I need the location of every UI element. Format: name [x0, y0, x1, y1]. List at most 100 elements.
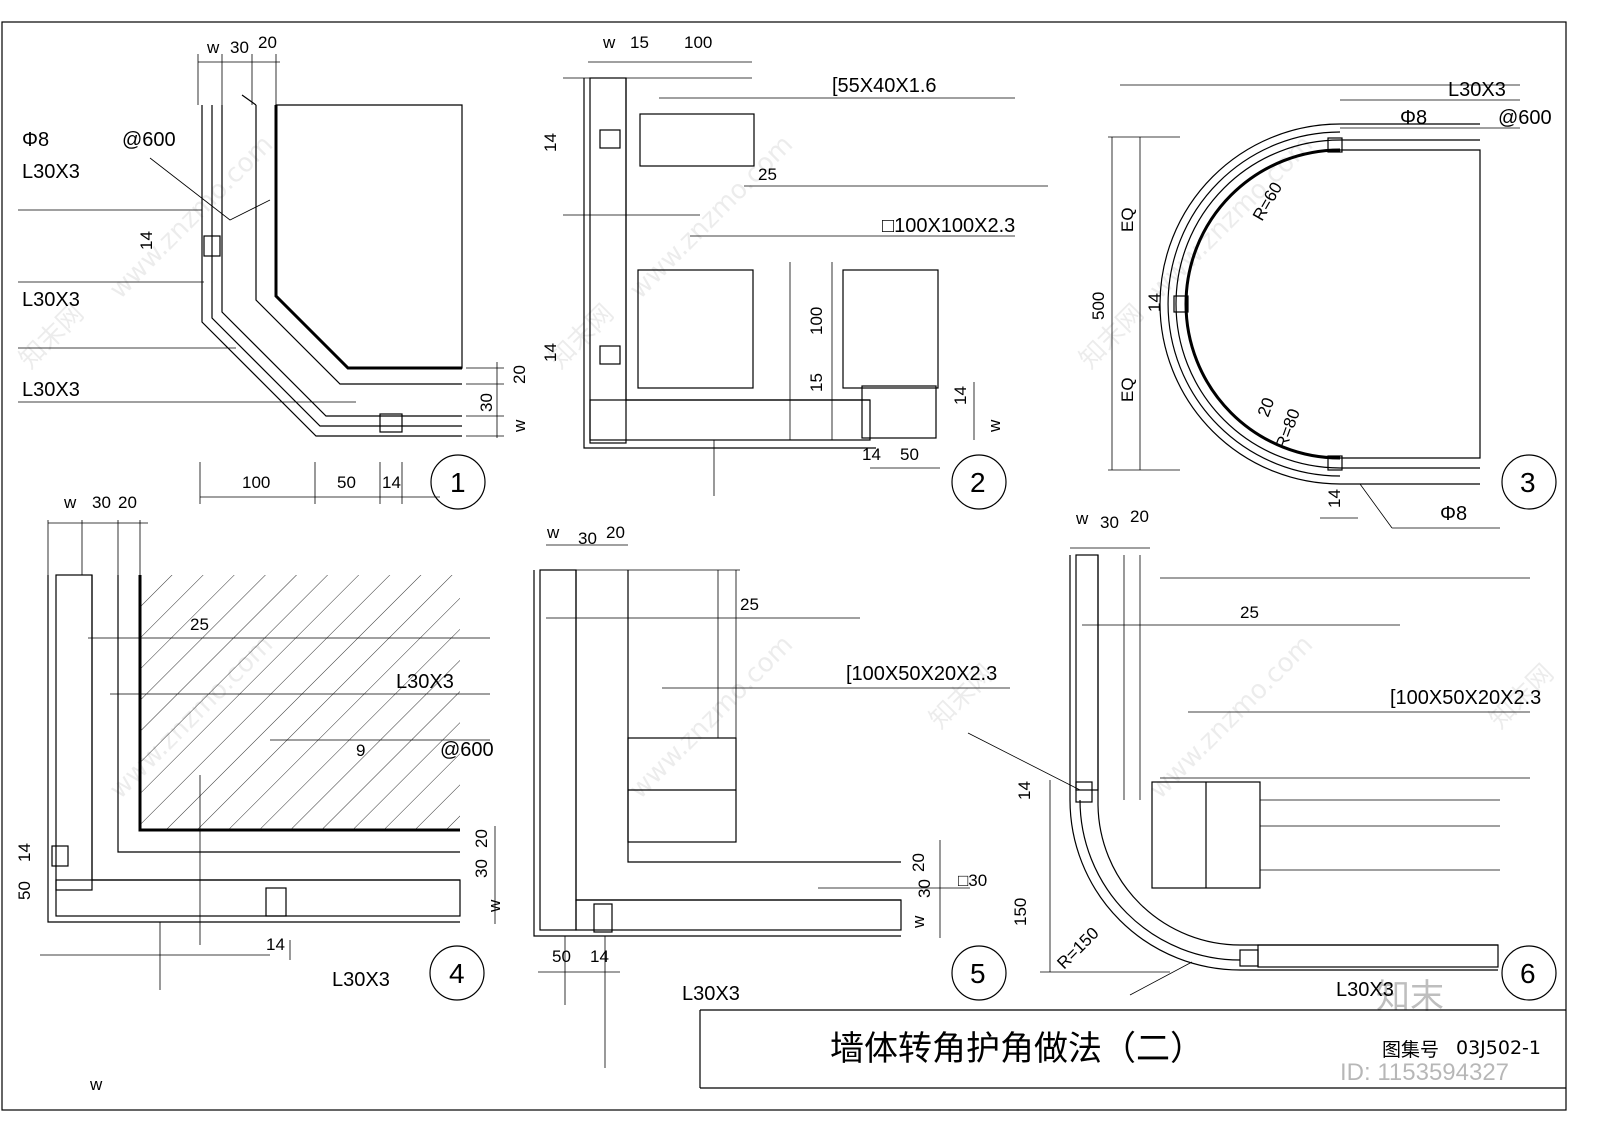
- watermark-logo: 知末: [1376, 977, 1444, 1017]
- annotation-text: w: [1075, 509, 1089, 528]
- annotation-text: 30: [1100, 513, 1119, 532]
- annotation-text: 25: [190, 615, 209, 634]
- detail-1-circle: [430, 454, 486, 510]
- detail-3: [1108, 84, 1557, 529]
- watermark-site: www.znzmo.com: [104, 130, 279, 305]
- annotation-text: EQ: [1118, 207, 1137, 232]
- annotation-text: L30X3: [22, 161, 80, 183]
- insulation-5-vertical: [539, 569, 577, 931]
- annotation-text: w: [89, 1075, 103, 1094]
- annotation-text: L30X3: [22, 289, 80, 311]
- detail-6: [967, 547, 1557, 1001]
- annotation-text: 15: [630, 33, 649, 52]
- annotation-text: 14: [266, 935, 285, 954]
- annotation-text: 14: [1145, 293, 1164, 312]
- annotation-text: 30: [477, 393, 496, 412]
- insulation-2-horizontal: [589, 399, 871, 441]
- annotation-text: 100: [807, 307, 826, 335]
- annotation-text: 14: [137, 231, 156, 250]
- annotation-text: 50: [15, 881, 34, 900]
- angle-1a: [203, 235, 221, 257]
- annotation-text: 100: [684, 33, 712, 52]
- annotation-text: @600: [122, 129, 176, 151]
- atlas-label: 图集号: [1382, 1039, 1439, 1061]
- annotation-text: 150: [1011, 898, 1030, 926]
- annotation-text: @600: [1498, 107, 1552, 129]
- annotation-text: 20: [1130, 507, 1149, 526]
- annotation-text: 25: [1240, 603, 1259, 622]
- annotation-text: 14: [1015, 781, 1034, 800]
- annotation-text: 15: [807, 373, 826, 392]
- tube-100x100: [637, 269, 754, 389]
- annotation-text: L30X3: [396, 671, 454, 693]
- annotation-text: w: [602, 33, 616, 52]
- annotation-text: 30: [472, 859, 491, 878]
- detail-3-circle: [1501, 454, 1557, 510]
- annotation-text: 14: [862, 445, 881, 464]
- annotation-text: □30: [958, 871, 987, 890]
- detail-6-circle: [1501, 945, 1557, 1001]
- annotation-text: Φ8: [1400, 107, 1427, 129]
- title-block: [699, 1009, 1566, 1089]
- concrete-wall-1: [275, 104, 463, 369]
- annotation-text: 14: [541, 343, 560, 362]
- annotation-text: @600: [440, 739, 494, 761]
- annotation-text: [100X50X20X2.3: [846, 663, 997, 685]
- annotation-text: 14: [382, 473, 401, 492]
- annotation-text: 50: [552, 947, 571, 966]
- annotation-text: 30: [578, 529, 597, 548]
- annotation-text: L30X3: [22, 379, 80, 401]
- watermark-site: www.znzmo.com: [1144, 630, 1319, 805]
- insulation-6-vertical: [1075, 554, 1099, 791]
- annotation-text: R=80: [1272, 406, 1304, 451]
- annotation-text: w: [510, 419, 529, 433]
- annotation-text: [55X40X1.6: [832, 75, 937, 97]
- annotation-text: 20: [1254, 395, 1278, 419]
- detail-5: [533, 544, 1010, 1068]
- detail-5-circle: [951, 945, 1007, 1001]
- annotation-text: L30X3: [332, 969, 390, 991]
- watermark-site: www.znzmo.com: [624, 630, 799, 805]
- annotation-text: 50: [900, 445, 919, 464]
- annotation-text: 14: [590, 947, 609, 966]
- annotation-text: [100X50X20X2.3: [1390, 687, 1541, 709]
- insulation-4-vertical: [55, 574, 93, 891]
- annotation-text: 20: [258, 33, 277, 52]
- detail-2: [563, 61, 1048, 510]
- detail-4: [40, 520, 496, 1001]
- angle-1b: [379, 413, 403, 433]
- annotation-text: □100X100X2.3: [882, 215, 1015, 237]
- annotation-text: 30: [915, 879, 934, 898]
- annotation-text: w: [546, 523, 560, 542]
- annotation-text: 25: [758, 165, 777, 184]
- watermark-site: www.znzmo.com: [624, 130, 799, 305]
- sheet-border: [1, 21, 1567, 1111]
- detail-2-circle: [951, 454, 1007, 510]
- annotation-text: 14: [541, 133, 560, 152]
- annotation-text: 20: [606, 523, 625, 542]
- insulation-4-horizontal: [55, 879, 461, 917]
- detail-2-number: 2: [970, 467, 986, 498]
- annotation-text: 20: [118, 493, 137, 512]
- insulation-5-horizontal: [575, 899, 902, 931]
- annotation-text: 20: [909, 853, 928, 872]
- annotation-text: R=150: [1053, 924, 1102, 973]
- annotation-text: w: [63, 493, 77, 512]
- detail-4-number: 4: [449, 958, 465, 989]
- detail-5-number: 5: [970, 958, 986, 989]
- annotation-text: w: [985, 419, 1004, 433]
- annotation-text: w: [485, 899, 504, 913]
- annotation-text: 500: [1089, 292, 1108, 320]
- watermark-site: www.znzmo.com: [1144, 130, 1319, 305]
- annotation-text: 20: [510, 365, 529, 384]
- annotation-text: 14: [1325, 489, 1344, 508]
- concrete-wall-4: [140, 575, 460, 830]
- annotation-text: Φ8: [22, 129, 49, 151]
- annotation-text: 30: [230, 38, 249, 57]
- annotation-text: w: [206, 38, 220, 57]
- annotation-text: 25: [740, 595, 759, 614]
- annotation-text: L30X3: [1336, 979, 1394, 1001]
- annotation-text: 30: [92, 493, 111, 512]
- angle-4: [265, 887, 287, 917]
- detail-3-number: 3: [1520, 467, 1536, 498]
